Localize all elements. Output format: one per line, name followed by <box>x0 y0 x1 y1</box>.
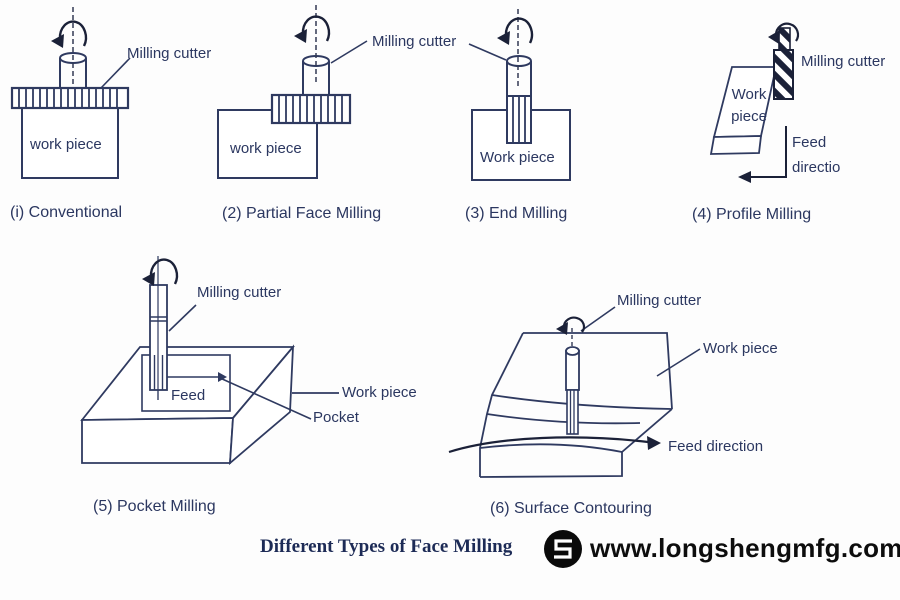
feed-arrow <box>167 372 227 382</box>
rotation-arrow-icon <box>768 22 800 44</box>
rotation-arrow-icon <box>142 258 179 286</box>
rotation-arrow-icon <box>51 20 88 48</box>
diagram-conventional <box>10 7 131 179</box>
longsheng-logo <box>544 530 582 568</box>
figure-title: Different Types of Face Milling <box>260 536 513 557</box>
milling-cutter-label-1: Milling cutter <box>127 45 212 62</box>
profile-cutter <box>773 49 794 100</box>
contour-line-3 <box>479 443 623 453</box>
feed-label-5: Feed <box>171 387 206 404</box>
milling-cutter-label-6: Milling cutter <box>617 292 702 309</box>
caption-conventional: (i) Conventional <box>10 204 123 221</box>
end-mill-cutter <box>506 95 532 144</box>
leader-line <box>100 57 131 89</box>
workpiece-top-right-edges <box>523 332 673 410</box>
workpiece-label-5: Work piece <box>342 384 417 401</box>
diagram-profile-milling <box>709 22 800 183</box>
leader-line-cutter <box>580 306 616 332</box>
rotation-arrow-icon <box>556 316 586 335</box>
diagram-end-milling <box>468 9 571 181</box>
caption-end-milling: (3) End Milling <box>465 205 568 222</box>
milling-cutter-label-4: Milling cutter <box>801 53 886 70</box>
diagram-partial-face-milling <box>217 5 368 179</box>
leader-line <box>468 43 507 61</box>
contour-line-1 <box>491 394 673 410</box>
workpiece-label-6: Work piece <box>703 340 778 357</box>
workpiece-left-edges <box>479 332 524 477</box>
workpiece-label-3: Work piece <box>480 149 555 166</box>
feed-direction-arrow <box>738 126 787 183</box>
milling-cutter-label-2-3: Milling cutter <box>372 33 457 50</box>
leader-line <box>330 40 368 64</box>
website-url: www.longshengmfg.com <box>590 533 900 563</box>
feed-direction-label-4: Feed directio <box>792 134 841 176</box>
pocket-label-5: Pocket <box>313 409 359 426</box>
workpiece-right-front-edge <box>621 408 673 453</box>
spindle <box>506 55 532 96</box>
workpiece-front-face <box>81 417 234 464</box>
caption-profile-milling: (4) Profile Milling <box>692 206 812 223</box>
caption-pocket-milling: (5) Pocket Milling <box>93 498 216 515</box>
workpiece-label-1: work piece <box>30 136 102 153</box>
workpiece-block <box>21 107 119 179</box>
leader-line-cutter <box>168 304 197 332</box>
cutter-shaft <box>778 27 791 52</box>
contour-line-2 <box>486 413 641 425</box>
workpiece-slab-edge <box>709 135 763 155</box>
milling-cutter-label-5: Milling cutter <box>197 284 282 301</box>
diagram-surface-contouring <box>448 306 701 478</box>
caption-partial-face: (2) Partial Face Milling <box>222 205 382 222</box>
rotation-arrow-icon <box>294 15 331 43</box>
diagram-pocket-milling <box>80 256 339 466</box>
rotation-arrow-icon <box>497 17 534 45</box>
workpiece-label-2: work piece <box>230 140 302 157</box>
end-mill-cutter <box>565 346 580 435</box>
leader-line-workpiece <box>656 348 701 377</box>
feed-direction-label-6: Feed direction <box>668 438 764 455</box>
workpiece-right-face <box>228 344 295 466</box>
workpiece-label-4: Work piece <box>731 86 767 125</box>
end-mill-cutter <box>149 256 168 400</box>
feed-direction-arrow <box>448 436 661 454</box>
workpiece-front-face <box>479 452 623 478</box>
face-mill-cutter <box>10 86 130 110</box>
caption-surface-contouring: (6) Surface Contouring <box>490 500 652 517</box>
leader-line-pocket <box>219 377 312 420</box>
face-mill-cutter <box>270 93 352 125</box>
